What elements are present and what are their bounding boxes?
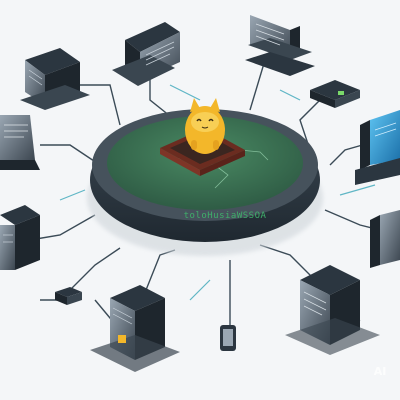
hub-platform bbox=[87, 109, 323, 256]
server-top-center bbox=[112, 22, 180, 86]
server-right bbox=[355, 110, 400, 185]
teal-accent-lines bbox=[59, 84, 376, 301]
watermark: AI bbox=[374, 365, 387, 378]
hub-label: toloHusiaWSSOA bbox=[184, 211, 267, 221]
server-left bbox=[0, 115, 40, 170]
switch-bottom-left bbox=[55, 287, 82, 305]
router-right bbox=[310, 80, 360, 108]
server-right-mid bbox=[370, 210, 400, 268]
yellow-cat-icon bbox=[185, 98, 225, 154]
server-lower-right bbox=[285, 265, 380, 355]
phone-icon bbox=[220, 325, 236, 351]
server-top-right bbox=[245, 15, 315, 76]
server-top-left bbox=[20, 48, 90, 110]
server-lower-left bbox=[0, 205, 40, 270]
server-bottom-center bbox=[90, 285, 180, 372]
